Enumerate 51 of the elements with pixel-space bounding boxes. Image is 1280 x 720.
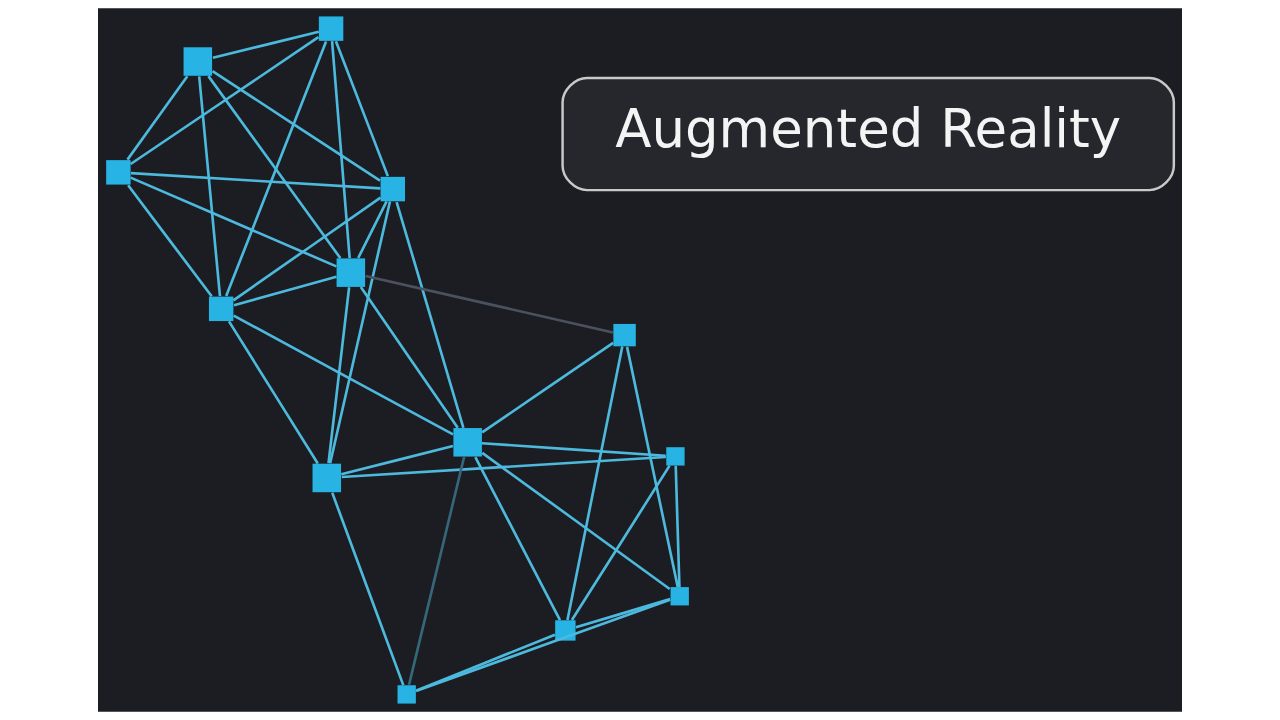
connector bbox=[416, 633, 556, 692]
node-box bbox=[336, 258, 366, 287]
connector bbox=[570, 464, 671, 621]
node-box bbox=[208, 296, 234, 322]
connector bbox=[126, 75, 189, 161]
node-box bbox=[312, 463, 342, 493]
connector bbox=[334, 40, 390, 177]
connector bbox=[575, 597, 671, 629]
node-box bbox=[183, 47, 213, 76]
node-box bbox=[380, 176, 405, 202]
connector bbox=[233, 314, 454, 436]
connector bbox=[130, 171, 381, 190]
connector bbox=[357, 200, 388, 259]
connector bbox=[127, 184, 213, 298]
node-box bbox=[613, 323, 636, 347]
connector bbox=[407, 456, 466, 686]
connector bbox=[212, 30, 320, 60]
connector bbox=[341, 444, 454, 476]
connector bbox=[130, 176, 337, 268]
node-box: Augmented Reality bbox=[561, 76, 1176, 192]
connector bbox=[625, 346, 680, 588]
connector bbox=[227, 320, 319, 465]
node-box bbox=[397, 685, 416, 704]
connector bbox=[207, 75, 342, 259]
connector bbox=[197, 76, 222, 297]
connector bbox=[330, 41, 351, 259]
connector bbox=[365, 274, 614, 334]
connector bbox=[566, 346, 624, 621]
connector bbox=[328, 201, 392, 464]
node-box bbox=[666, 447, 685, 466]
connector bbox=[395, 201, 465, 429]
connector bbox=[341, 455, 666, 479]
node-box bbox=[106, 160, 131, 185]
connector bbox=[129, 36, 320, 166]
connector bbox=[331, 492, 405, 686]
connector bbox=[481, 441, 666, 458]
node-box bbox=[555, 620, 576, 641]
connector bbox=[674, 465, 681, 588]
node-box bbox=[318, 16, 344, 41]
connector bbox=[233, 275, 337, 307]
connector bbox=[415, 598, 671, 693]
connector bbox=[224, 40, 328, 297]
node-box bbox=[453, 428, 482, 457]
connector bbox=[232, 196, 382, 302]
node-box bbox=[670, 587, 689, 606]
connector bbox=[481, 341, 614, 434]
connector bbox=[481, 451, 671, 591]
connector bbox=[474, 456, 562, 621]
connector bbox=[211, 70, 381, 182]
connector bbox=[359, 286, 459, 429]
connector bbox=[327, 287, 351, 464]
